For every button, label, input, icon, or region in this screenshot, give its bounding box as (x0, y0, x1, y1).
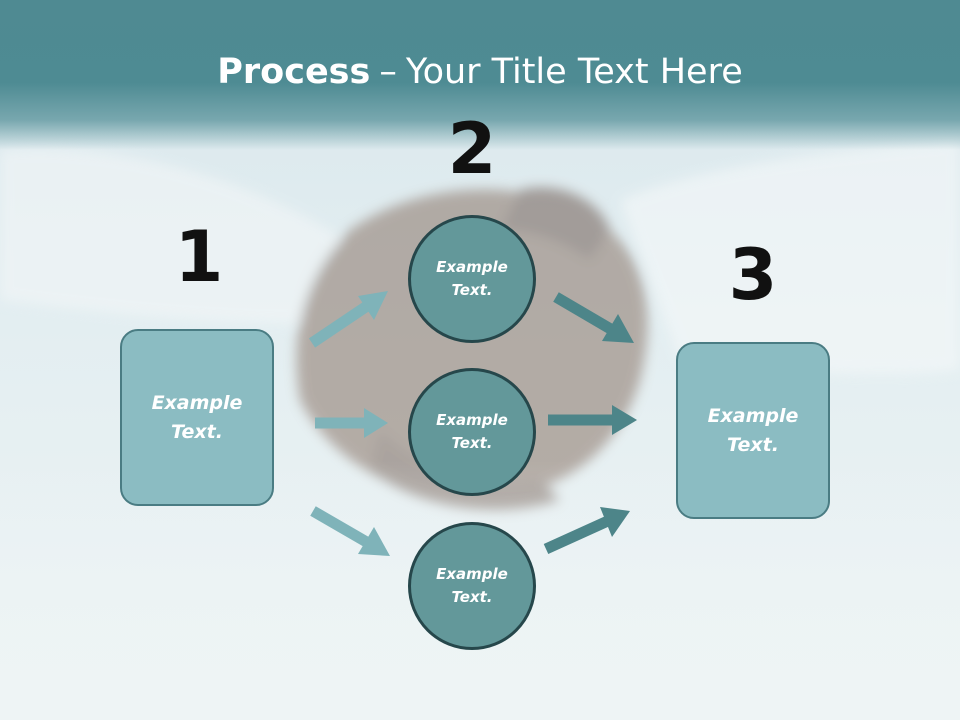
title-rest: Your Title Text Here (405, 52, 743, 92)
step-3-text-line1: Example (707, 404, 799, 427)
arrow-top-to-right (553, 292, 634, 343)
step-number-3: 3 (728, 234, 778, 316)
title-separator: – (379, 52, 397, 92)
arrow-left-to-top (308, 291, 388, 348)
step-1-text-line2: Text. (171, 420, 223, 443)
step-3-text-line2: Text. (727, 433, 779, 456)
arrow-middle-to-right (548, 405, 637, 435)
arrow-left-to-middle (315, 408, 388, 438)
title-bar (0, 0, 960, 150)
slide-title: Process–Your Title Text Here (0, 52, 960, 92)
circle-bottom-text-line2: Text. (451, 588, 493, 606)
step-number-1: 1 (174, 216, 224, 298)
circle-bottom-text-line1: Example (436, 565, 508, 583)
step-number-2: 2 (447, 108, 497, 190)
circle-middle-text-line1: Example (436, 411, 508, 429)
circle-top-text-line2: Text. (451, 281, 493, 299)
arrow-left-to-bottom (310, 506, 390, 556)
title-bold: Process (217, 52, 371, 92)
circle-top-text-line1: Example (436, 258, 508, 276)
circle-middle-text-line2: Text. (451, 434, 493, 452)
arrow-bottom-to-right (543, 507, 630, 555)
step-1-text-line1: Example (151, 391, 243, 414)
